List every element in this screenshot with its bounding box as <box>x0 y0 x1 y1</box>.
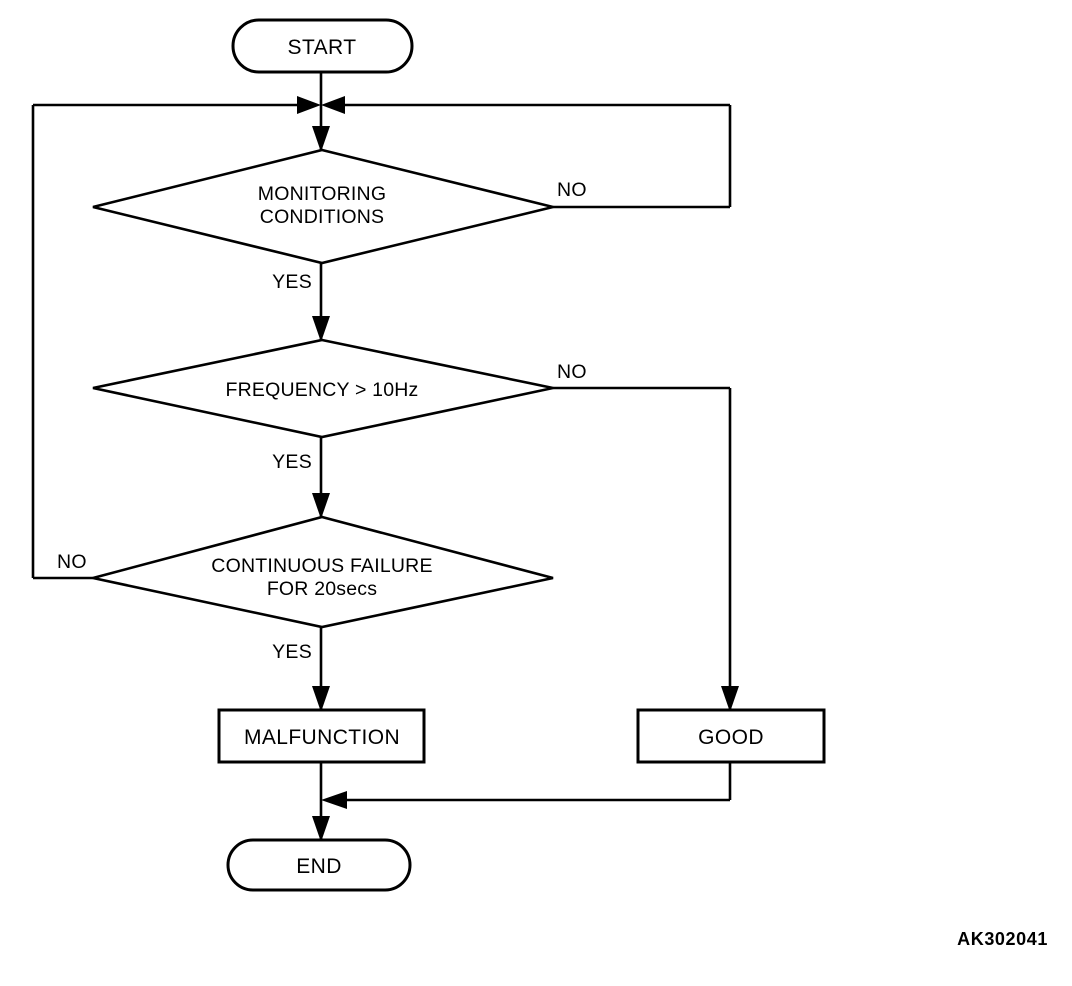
arrow-head-loopback-left <box>297 96 321 114</box>
node-decision2-label-line1: FREQUENCY > 10Hz <box>225 379 418 401</box>
figure-id-label: AK302041 <box>957 929 1048 949</box>
edge-label-decision2-no: NO <box>557 361 587 383</box>
node-decision1-label-line1: MONITORING <box>258 183 386 205</box>
arrow-head-good-in <box>721 686 739 712</box>
edge-label-decision3-yes: YES <box>272 641 312 663</box>
node-decision-monitoring-conditions <box>92 148 554 265</box>
arrow-head-merge <box>321 791 347 809</box>
edge-label-decision3-no: NO <box>57 551 87 573</box>
edge-label-decision2-yes: YES <box>272 451 312 473</box>
node-end-label: END <box>296 855 342 878</box>
node-decision-continuous-failure <box>92 515 554 629</box>
node-start-label: START <box>288 36 357 59</box>
node-good <box>636 708 826 764</box>
arrow-head-malfunction-in <box>312 686 330 712</box>
node-malfunction-label: MALFUNCTION <box>244 726 400 749</box>
node-end <box>226 838 412 892</box>
arrow-head-loopback-right <box>321 96 345 114</box>
arrow-head-end-in <box>312 816 330 842</box>
node-malfunction <box>217 708 426 764</box>
node-start <box>231 18 414 74</box>
edge-label-decision1-yes: YES <box>272 271 312 293</box>
arrow-head-decision3-in <box>312 493 330 519</box>
node-decision3-label-line1: CONTINUOUS FAILURE <box>211 555 432 577</box>
edge-label-decision1-no: NO <box>557 179 587 201</box>
node-decision1-label-line2: CONDITIONS <box>260 206 384 228</box>
node-decision-frequency <box>92 338 554 439</box>
arrow-head-decision2-in <box>312 316 330 342</box>
node-decision3-label-line2: FOR 20secs <box>267 578 377 600</box>
arrow-head-decision1-in <box>312 126 330 152</box>
node-good-label: GOOD <box>698 726 764 749</box>
